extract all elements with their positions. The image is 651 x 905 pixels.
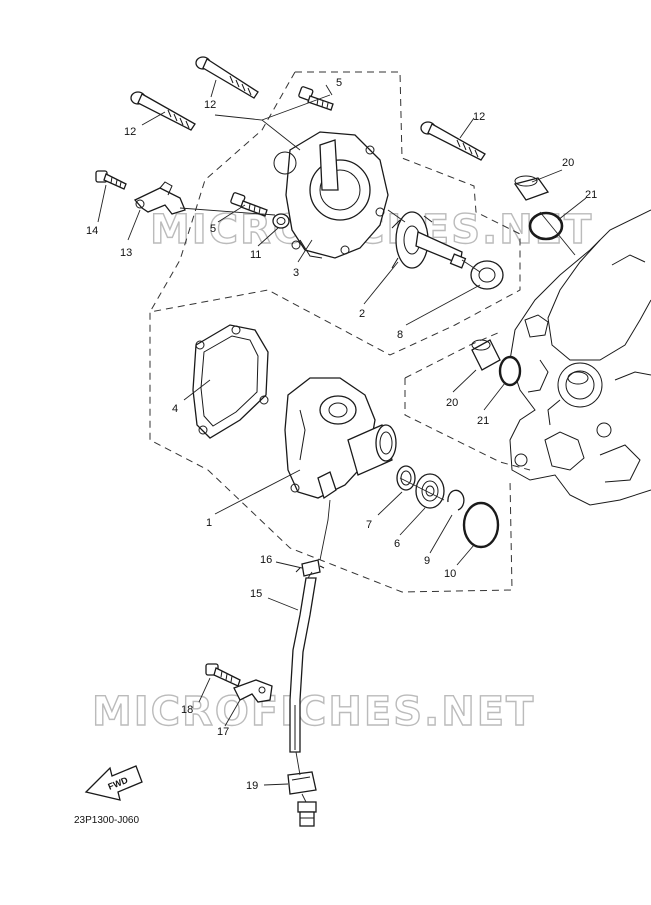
circlip-9 bbox=[447, 489, 465, 511]
impeller-shaft-2 bbox=[391, 211, 467, 269]
label-part-3: 3 bbox=[293, 267, 299, 279]
label-part-16: 16 bbox=[260, 554, 272, 566]
label-part-12-upper: 12 bbox=[204, 99, 216, 111]
hose-fitting bbox=[297, 801, 317, 827]
bearing-6 bbox=[415, 473, 445, 509]
bracket-17 bbox=[233, 679, 273, 703]
o-ring-21-lower bbox=[498, 355, 522, 387]
label-part-19: 19 bbox=[246, 780, 258, 792]
leader-lines bbox=[97, 79, 587, 786]
assembly-outlines bbox=[149, 71, 531, 593]
label-part-18: 18 bbox=[181, 704, 193, 716]
label-part-11: 11 bbox=[250, 249, 261, 261]
label-part-8: 8 bbox=[397, 329, 403, 341]
flange-bolt-left bbox=[230, 192, 268, 217]
gasket-4 bbox=[192, 324, 269, 439]
fwd-arrow-icon: FWD bbox=[84, 765, 143, 801]
hose-clamp-19 bbox=[287, 771, 317, 795]
o-ring-21-upper bbox=[528, 211, 564, 241]
label-part-12-middle: 12 bbox=[124, 126, 136, 138]
collar-20-lower bbox=[471, 339, 501, 371]
label-part-15: 15 bbox=[250, 588, 262, 600]
bracket-13 bbox=[133, 181, 186, 215]
seal-8 bbox=[470, 260, 504, 290]
small-bolt-14 bbox=[95, 170, 127, 190]
label-part-6: 6 bbox=[394, 538, 400, 550]
pump-cover-3 bbox=[273, 131, 389, 259]
drawing-code: 23P1300-J060 bbox=[74, 815, 139, 826]
collar-20-upper bbox=[513, 175, 550, 201]
watermark-bottom: MICROFICHES.NET bbox=[92, 689, 535, 735]
o-ring-10 bbox=[462, 501, 500, 549]
label-part-4: 4 bbox=[172, 403, 178, 415]
label-part-10: 10 bbox=[444, 568, 456, 580]
seal-7 bbox=[396, 465, 416, 491]
hose-clamp-16 bbox=[295, 559, 325, 577]
label-part-20-lower: 20 bbox=[446, 397, 458, 409]
assembly-lines bbox=[179, 94, 576, 803]
label-part-21-lower: 21 bbox=[477, 415, 489, 427]
label-part-17: 17 bbox=[217, 726, 229, 738]
label-part-14: 14 bbox=[86, 225, 98, 237]
flange-bolt-upper bbox=[298, 86, 334, 111]
hose-15 bbox=[289, 577, 317, 753]
label-part-5-left: 5 bbox=[210, 223, 216, 235]
label-part-5-upper: 5 bbox=[336, 77, 342, 89]
label-part-1: 1 bbox=[206, 517, 212, 529]
label-part-9: 9 bbox=[424, 555, 430, 567]
washer-11 bbox=[272, 213, 290, 229]
label-part-12-right: 12 bbox=[473, 111, 485, 123]
label-part-7: 7 bbox=[366, 519, 372, 531]
label-part-13: 13 bbox=[120, 247, 132, 259]
part-labels: 5 12 12 12 20 21 14 13 5 11 3 2 8 4 20 2… bbox=[86, 77, 597, 792]
flange-bolt-18 bbox=[205, 663, 241, 687]
long-bolt-middle bbox=[130, 91, 196, 131]
label-part-2: 2 bbox=[359, 308, 365, 320]
long-bolt-upper bbox=[195, 56, 259, 99]
crankcase-outline bbox=[509, 209, 651, 506]
label-part-21-upper: 21 bbox=[585, 189, 597, 201]
label-part-20-upper: 20 bbox=[562, 157, 574, 169]
pump-housing-1 bbox=[284, 377, 397, 500]
long-bolt-right bbox=[420, 121, 486, 161]
